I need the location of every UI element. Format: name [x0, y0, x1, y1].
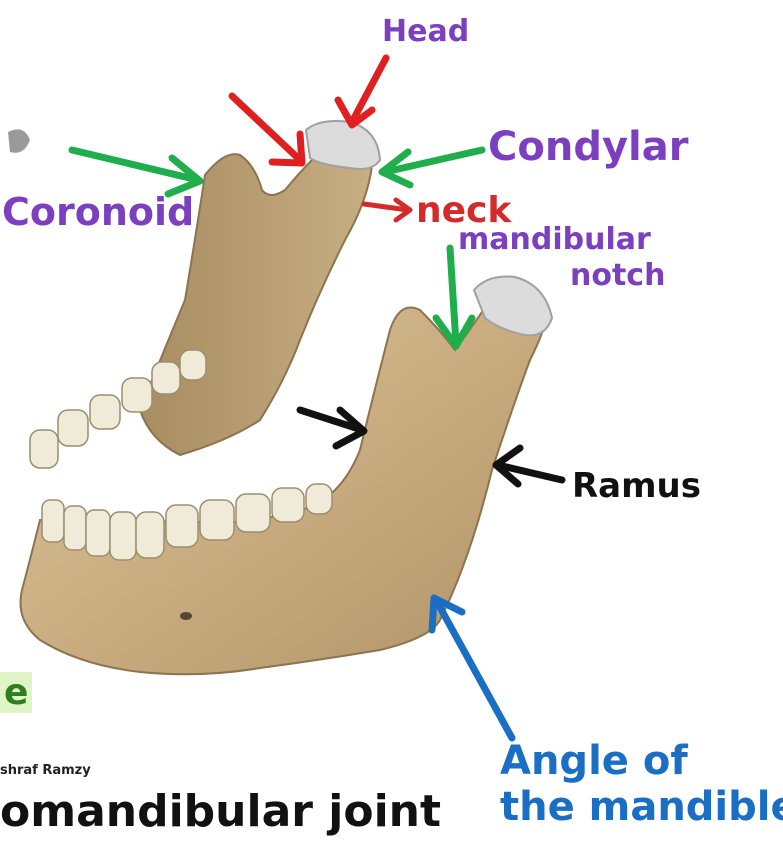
mental-foramen	[180, 612, 192, 620]
edge-fragment-e: e	[0, 672, 32, 713]
condylar-arrow	[382, 150, 482, 185]
angle-arrow	[432, 598, 512, 738]
skull-fragment	[8, 129, 30, 152]
title-fragment: omandibular joint	[0, 786, 441, 837]
label-angle-line1: Angle of	[500, 738, 688, 784]
far-condyle-head	[306, 121, 380, 169]
label-coronoid: Coronoid	[2, 190, 194, 234]
neck-arrow	[364, 200, 410, 220]
label-ramus: Ramus	[572, 466, 701, 506]
label-head: Head	[382, 14, 469, 49]
label-mandibular-notch-line1: mandibular	[458, 222, 651, 257]
label-condylar: Condylar	[488, 124, 688, 170]
coronoid-arrow	[72, 150, 200, 194]
label-mandibular-notch-line2: notch	[570, 258, 665, 293]
label-angle-line2: the mandible	[500, 784, 783, 830]
author-credit: shraf Ramzy	[0, 763, 91, 778]
notch-arrow	[436, 248, 472, 346]
